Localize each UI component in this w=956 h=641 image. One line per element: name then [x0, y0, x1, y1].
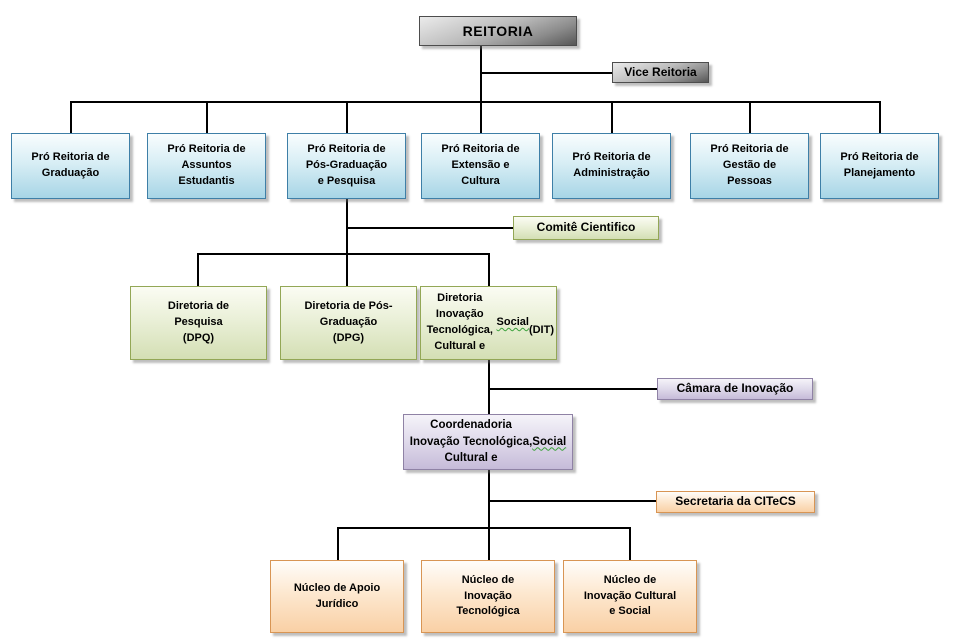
node-comite-cientifico: Comitê Cientifico — [513, 216, 659, 240]
connector-stub — [346, 101, 348, 133]
connector-dit-trunk — [488, 360, 490, 414]
connector-camara — [488, 388, 657, 390]
connector-posgrad-trunk — [346, 199, 348, 286]
connector-coord-trunk — [488, 470, 490, 560]
connector-comite — [346, 227, 513, 229]
connector-stub — [337, 527, 339, 560]
connector-stub — [879, 101, 881, 133]
connector-stub — [611, 101, 613, 133]
node-nucleo-inovacao-tecnologica: Núcleo de Inovação Tecnológica — [421, 560, 555, 633]
node-reitoria: REITORIA — [419, 16, 577, 46]
node-pro-reitoria-extensao-cultura: Pró Reitoria de Extensão e Cultura — [421, 133, 540, 199]
connector-stub — [197, 253, 199, 286]
node-vice-reitoria: Vice Reitoria — [612, 62, 709, 83]
node-secretaria-citecs: Secretaria da CITeCS — [656, 491, 815, 513]
connector-stub — [749, 101, 751, 133]
node-nucleo-apoio-juridico: Núcleo de Apoio Jurídico — [270, 560, 404, 633]
node-coordenadoria-citecs: Coordenadoria Inovação Tecnológica, Cult… — [403, 414, 573, 470]
node-diretoria-pos-graduacao-dpg: Diretoria de Pós- Graduação (DPG) — [280, 286, 417, 360]
connector-stub — [70, 101, 72, 133]
connector-level1-splitter — [70, 101, 881, 103]
node-diretoria-inovacao-dit: Diretoria Inovação Tecnológica, Cultural… — [420, 286, 557, 360]
node-pro-reitoria-graduacao: Pró Reitoria de Graduação — [11, 133, 130, 199]
node-pro-reitoria-planejamento: Pró Reitoria de Planejamento — [820, 133, 939, 199]
connector-vice — [480, 72, 612, 74]
node-pro-reitoria-pos-graduacao-pesquisa: Pró Reitoria de Pós-Graduação e Pesquisa — [287, 133, 406, 199]
node-diretoria-pesquisa-dpq: Diretoria de Pesquisa (DPQ) — [130, 286, 267, 360]
node-nucleo-inovacao-cultural-social: Núcleo de Inovação Cultural e Social — [563, 560, 697, 633]
node-pro-reitoria-administracao: Pró Reitoria de Administração — [552, 133, 671, 199]
connector-root-trunk — [480, 46, 482, 133]
node-camara-inovacao: Câmara de Inovação — [657, 378, 813, 400]
node-pro-reitoria-gestao-pessoas: Pró Reitoria de Gestão de Pessoas — [690, 133, 809, 199]
connector-secretaria — [488, 500, 656, 502]
connector-level3-splitter — [337, 527, 631, 529]
connector-stub — [488, 253, 490, 286]
node-pro-reitoria-assuntos-estudantis: Pró Reitoria de Assuntos Estudantis — [147, 133, 266, 199]
connector-stub — [629, 527, 631, 560]
connector-stub — [206, 101, 208, 133]
connector-level2-splitter — [197, 253, 490, 255]
